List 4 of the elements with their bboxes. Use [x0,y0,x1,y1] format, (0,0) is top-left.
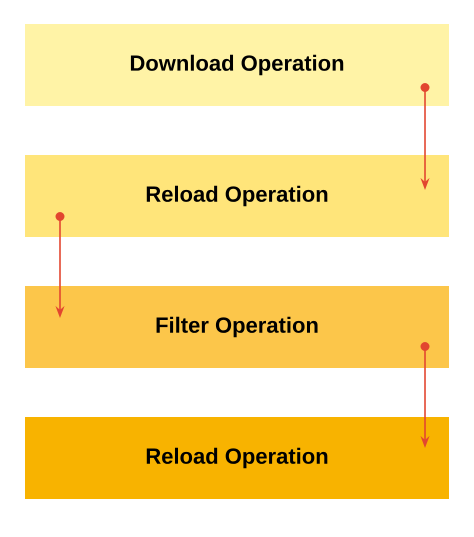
operation-box: Reload Operation [25,155,449,237]
operation-box: Filter Operation [25,286,449,368]
operation-box: Reload Operation [25,417,449,499]
operation-box: Download Operation [25,24,449,106]
